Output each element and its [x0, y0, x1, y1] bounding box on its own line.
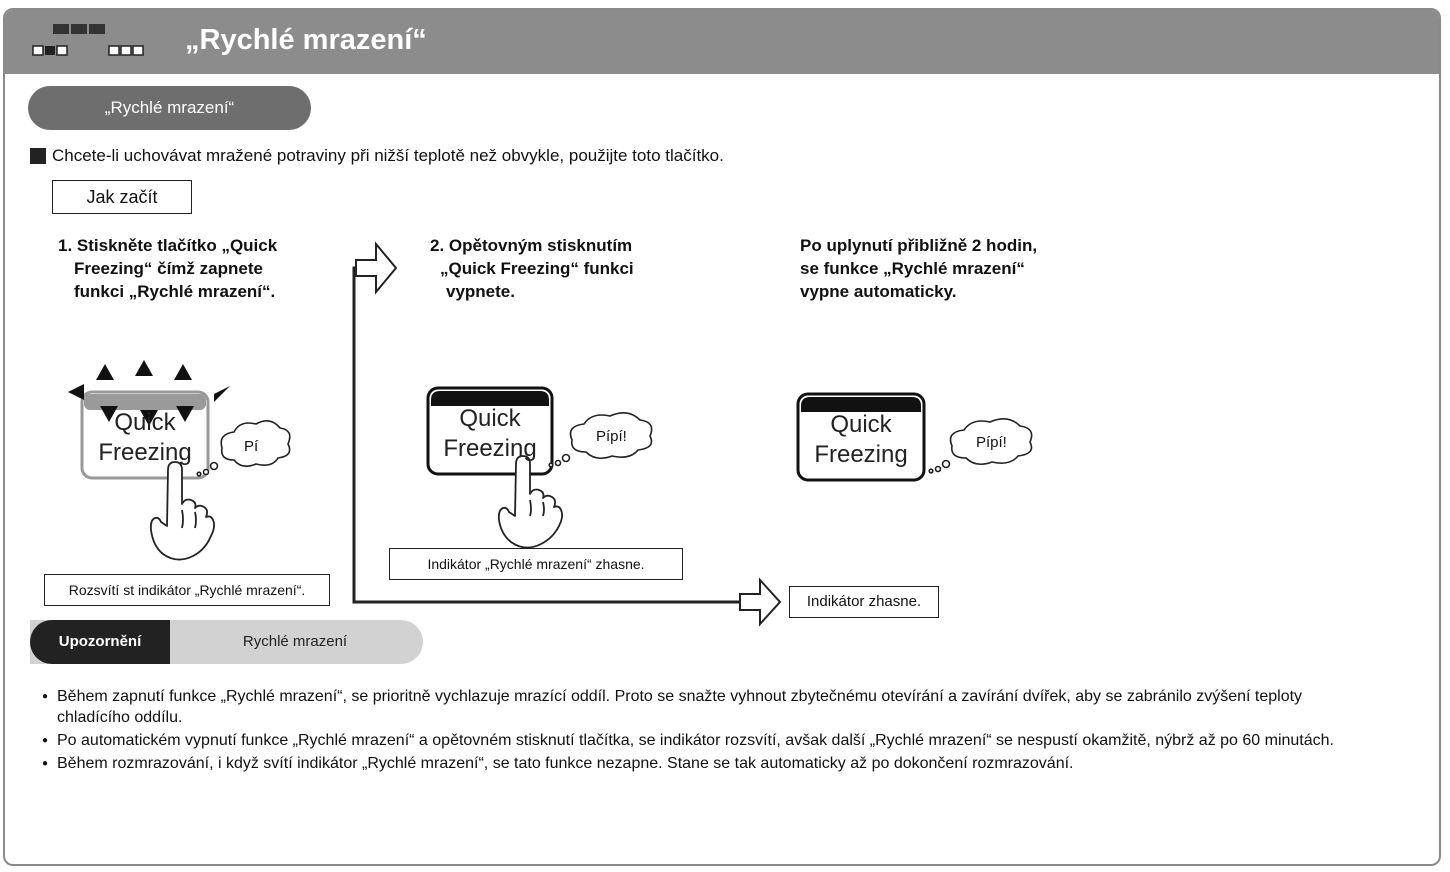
step-1-text: 1. Stiskněte tlačítko „Quick Freezing“ č… [58, 234, 277, 303]
pressing-hand-icon [497, 455, 564, 549]
warning-label: Upozornění [30, 620, 170, 664]
step-3-line-2: se funkce „Rychlé mrazení“ [800, 259, 1025, 278]
how-to-start-label: Jak začít [52, 180, 192, 214]
button-1-line-2: Freezing [98, 439, 192, 466]
header-bar: „Rychlé mrazení“ [5, 10, 1439, 74]
button-2-label: Quick Freezing [430, 404, 550, 464]
note-item: Během rozmrazování, i když svítí indikát… [42, 753, 1372, 774]
arrow-right-icon [355, 241, 398, 295]
speech-bubble-icon [196, 420, 291, 477]
bullet-square-icon [30, 148, 46, 164]
pressing-hand-icon [149, 461, 216, 561]
button-2-line-1: Quick [459, 405, 521, 432]
glow-triangles-icon [68, 360, 230, 426]
beep-text-1: Pí [244, 438, 259, 455]
quick-freezing-button-3 [796, 392, 926, 482]
warning-topic: Rychlé mrazení [242, 633, 348, 650]
intro-text: Chcete-li uchovávat mražené potraviny př… [52, 146, 724, 165]
caption-indicator-off-manual: Indikátor „Rychlé mrazení“ zhasne. [389, 548, 683, 580]
control-panel-icon [32, 24, 144, 56]
notes-list: Během zapnutí funkce „Rychlé mrazení“, s… [42, 686, 1372, 776]
button-3-line-1: Quick [830, 411, 892, 438]
speech-bubble-icon [548, 412, 653, 468]
button-3-line-2: Freezing [814, 441, 908, 468]
note-item: Po automatickém vypnutí funkce „Rychlé m… [42, 730, 1372, 751]
button-2-line-2: Freezing [443, 435, 537, 462]
caption-indicator-on: Rozsvítí st indikátor „Rychlé mrazení“. [44, 574, 330, 606]
quick-freezing-button-2 [426, 386, 554, 476]
step-3-line-3: vypne automaticky. [800, 282, 957, 301]
step-1-line-3: funkci „Rychlé mrazení“. [74, 282, 276, 301]
beep-text-3: Pípí! [976, 434, 1007, 451]
step-1-line-1: 1. Stiskněte tlačítko „Quick [58, 236, 278, 255]
beep-text-2: Pípí! [596, 428, 627, 445]
speech-bubble-icon [928, 418, 1033, 474]
step-3-line-1: Po uplynutí přibližně 2 hodin, [800, 236, 1038, 255]
arrow-right-icon [739, 577, 782, 627]
page-title: „Rychlé mrazení“ [185, 24, 427, 56]
step-2-line-3: vypnete. [446, 282, 515, 301]
manual-page: „Rychlé mrazení“ [3, 8, 1441, 866]
step-2-text: 2. Opětovným stisknutím „Quick Freezing“… [430, 234, 634, 303]
section-title-pill: „Rychlé mrazení“ [28, 86, 311, 130]
note-item: Během zapnutí funkce „Rychlé mrazení“, s… [42, 686, 1372, 728]
step-1-line-2: Freezing“ čímž zapnete [74, 259, 263, 278]
caption-indicator-off-auto: Indikátor zhasne. [789, 586, 939, 618]
step-2-line-2: „Quick Freezing“ funkci [440, 259, 634, 278]
step-3-text: Po uplynutí přibližně 2 hodin, se funkce… [800, 234, 1037, 303]
button-1-label: Quick Freezing [84, 408, 206, 468]
button-3-label: Quick Freezing [800, 410, 922, 470]
step-2-line-1: 2. Opětovným stisknutím [430, 236, 633, 255]
button-1-line-1: Quick [114, 409, 176, 436]
